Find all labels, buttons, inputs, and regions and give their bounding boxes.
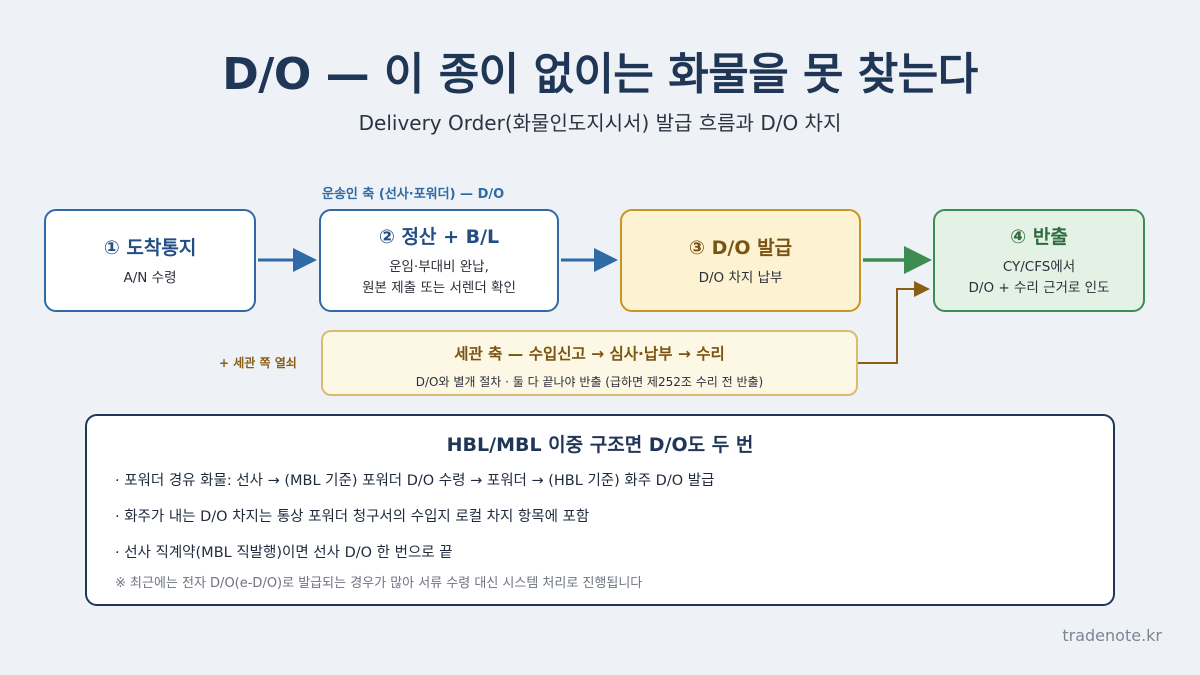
customs-title: 세관 축 — 수입신고 → 심사·납부 → 수리 — [454, 345, 725, 363]
carrier-axis-label: 운송인 축 (선사·포워더) — D/O — [322, 187, 505, 202]
step-settlement-bl: ② 정산 + B/L 운임·부대비 완납, 원본 제출 또는 서렌더 확인 — [319, 209, 559, 312]
panel-item: · 선사 직계약(MBL 직발행)이면 선사 D/O 한 번으로 끝 — [115, 545, 453, 561]
step-desc: D/O 차지 납부 — [698, 269, 783, 286]
step-title: ④ 반출 — [1010, 226, 1068, 249]
arrow-customs-to-4 — [858, 281, 930, 364]
site-watermark: tradenote.kr — [1062, 626, 1162, 645]
step-desc-line2: 원본 제출 또는 서렌더 확인 — [362, 280, 516, 296]
step-desc-line1: 운임·부대비 완납, — [389, 259, 489, 276]
hbl-mbl-panel: HBL/MBL 이중 구조면 D/O도 두 번 · 포워더 경유 화물: 선사 … — [85, 414, 1115, 606]
page-title: D/O — 이 종이 없이는 화물을 못 찾는다 — [222, 49, 978, 100]
step-desc-line1: CY/CFS에서 — [1002, 259, 1076, 276]
panel-note: ※ 최근에는 전자 D/O(e-D/O)로 발급되는 경우가 많아 서류 수령 … — [115, 576, 643, 591]
panel-item: · 포워더 경유 화물: 선사 → (MBL 기준) 포워더 D/O 수령 → … — [115, 473, 715, 489]
step-do-issue: ③ D/O 발급 D/O 차지 납부 — [620, 209, 861, 312]
step-title: ③ D/O 발급 — [688, 236, 793, 259]
panel-title: HBL/MBL 이중 구조면 D/O도 두 번 — [446, 434, 754, 456]
customs-side-note: + 세관 쪽 열쇠 — [219, 356, 297, 370]
customs-axis-box: 세관 축 — 수입신고 → 심사·납부 → 수리 D/O와 별개 절차 · 둘 … — [321, 330, 858, 396]
step-desc: A/N 수령 — [123, 269, 177, 286]
step-title: ② 정산 + B/L — [378, 226, 500, 249]
panel-item: · 화주가 내는 D/O 차지는 통상 포워더 청구서의 수입지 로컬 차지 항… — [115, 509, 590, 525]
step-release: ④ 반출 CY/CFS에서 D/O + 수리 근거로 인도 — [933, 209, 1145, 312]
step-desc-line2: D/O + 수리 근거로 인도 — [968, 280, 1110, 296]
customs-desc: D/O와 별개 절차 · 둘 다 끝나야 반출 (급하면 제252조 수리 전 … — [415, 375, 764, 389]
page-subtitle: Delivery Order(화물인도지시서) 발급 흐름과 D/O 차지 — [358, 111, 842, 135]
step-arrival-notice: ① 도착통지 A/N 수령 — [44, 209, 256, 312]
step-title: ① 도착통지 — [103, 236, 197, 259]
